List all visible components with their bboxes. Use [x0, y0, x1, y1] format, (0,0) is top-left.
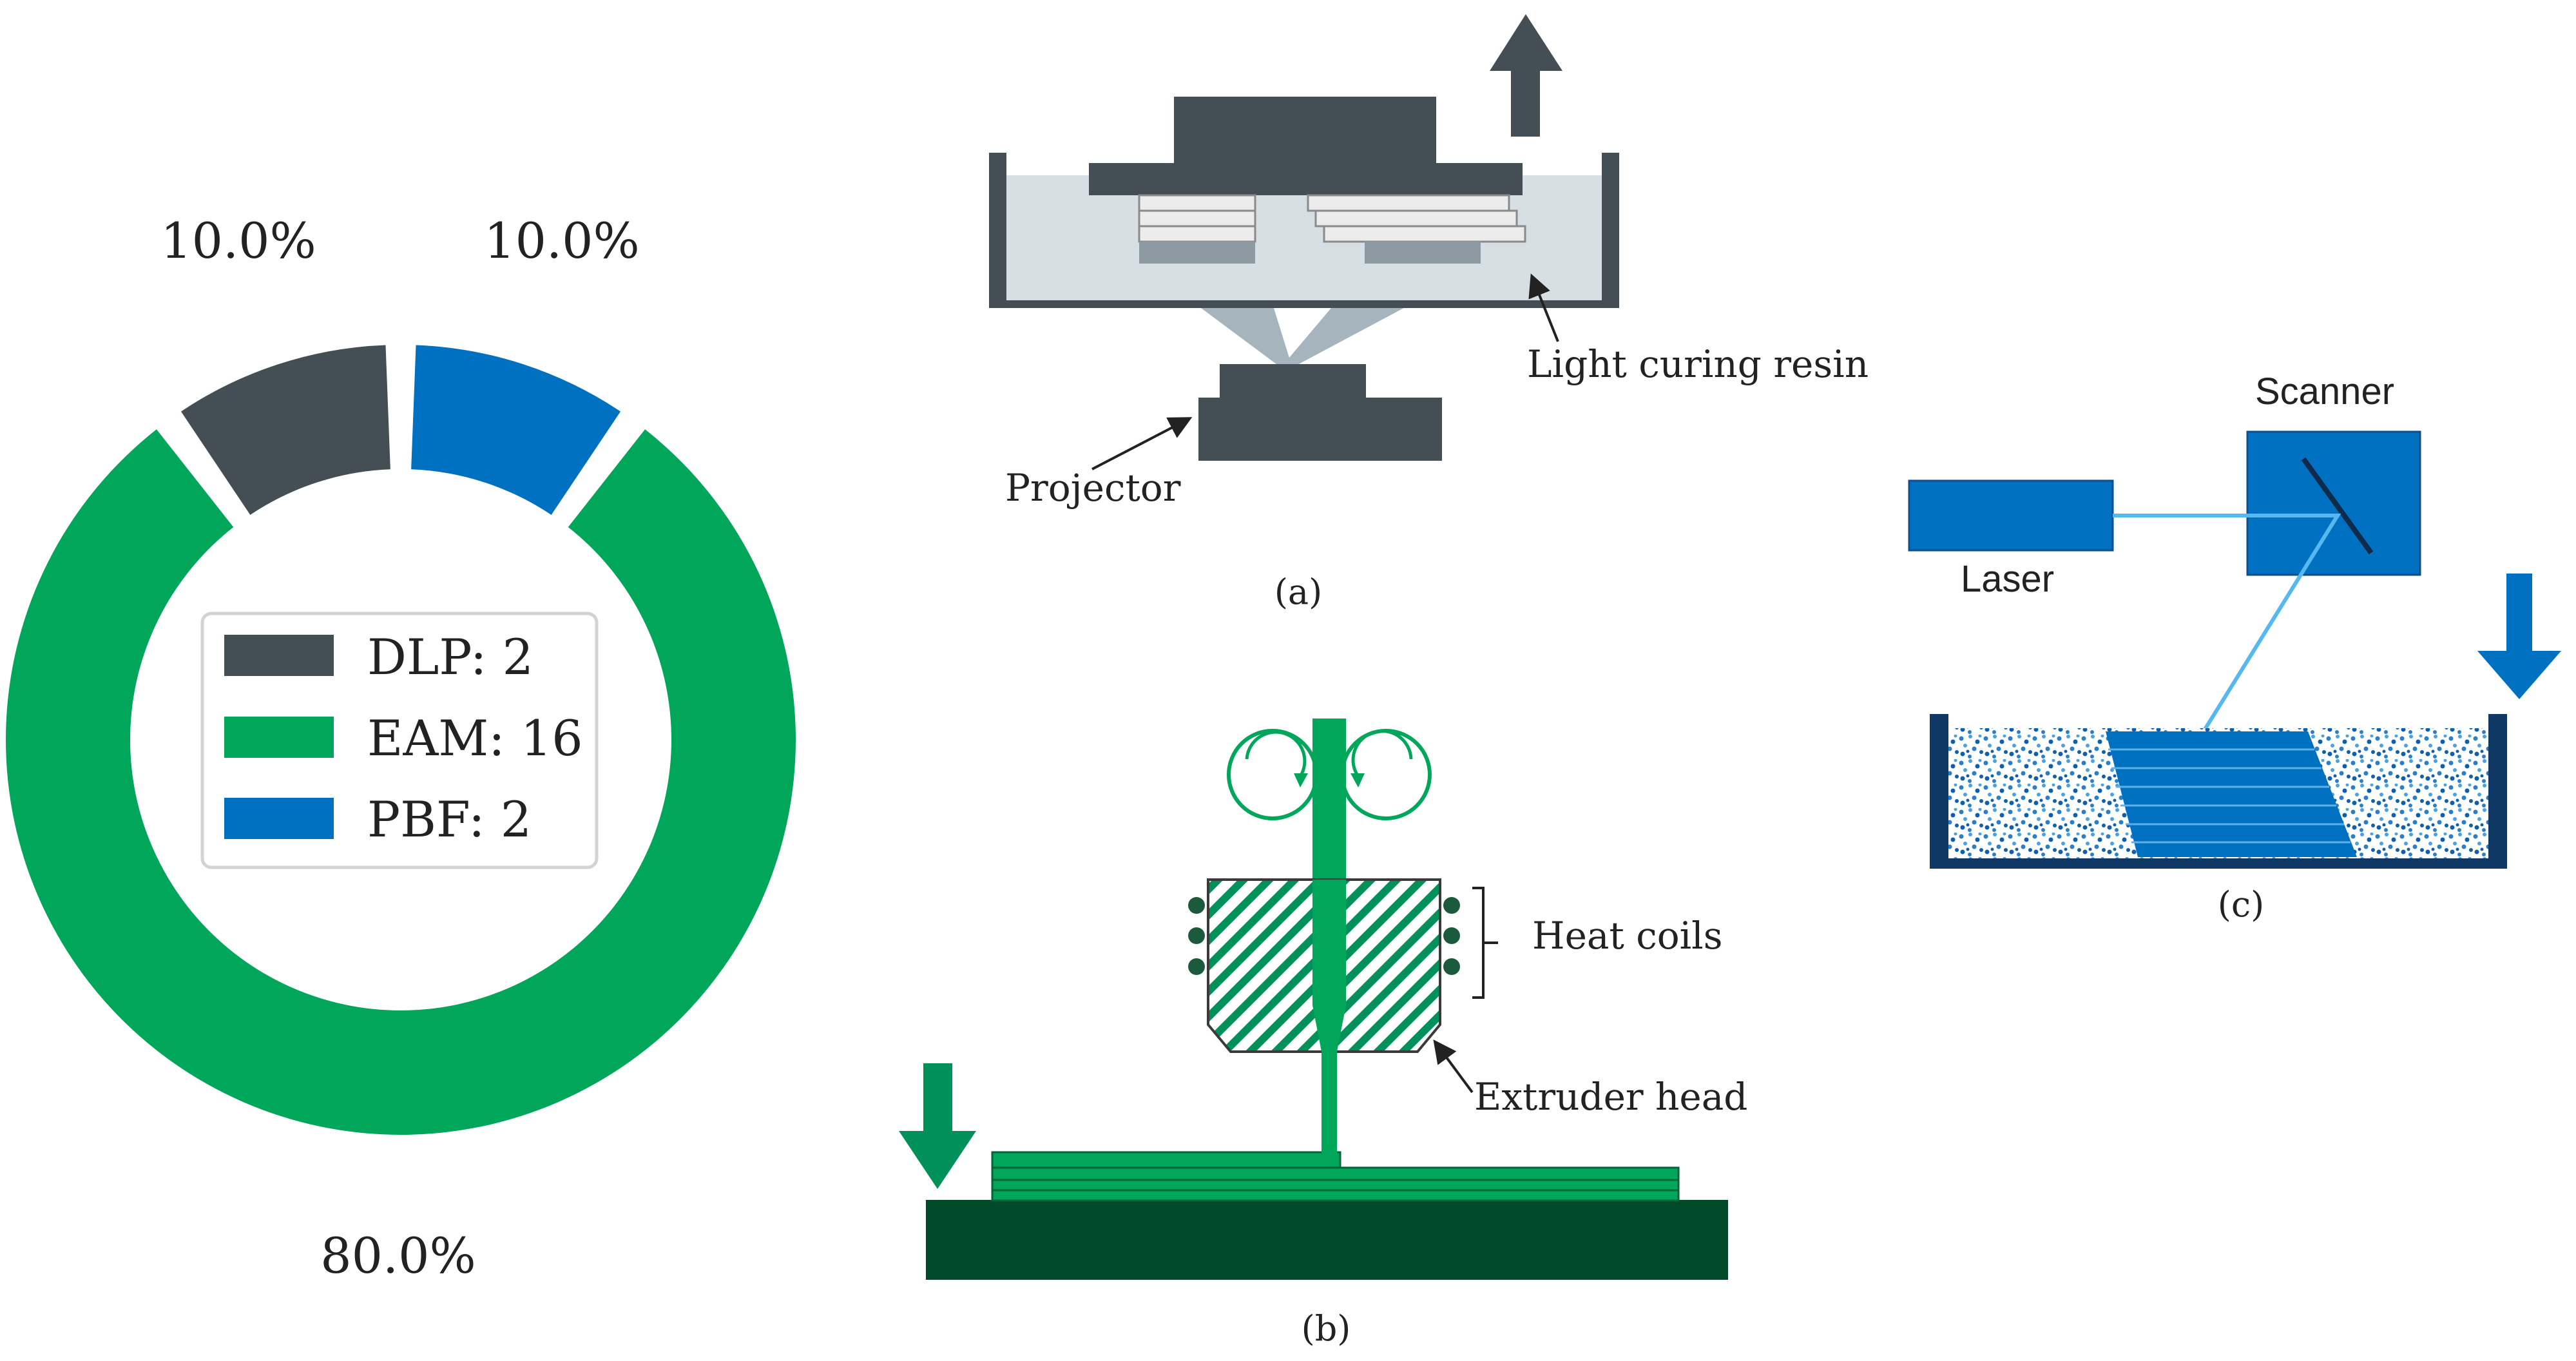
caption-b: (b) [1302, 1308, 1351, 1349]
donut-slices [5, 345, 796, 1135]
printed-layer [1323, 225, 1526, 243]
feed-roller-left [1227, 729, 1318, 820]
heat-coil-icon [1443, 927, 1460, 944]
up-arrow-icon [1490, 14, 1562, 137]
printed-layer [1138, 194, 1256, 212]
head-pointer [1433, 1039, 1474, 1094]
scanner-mirror [2301, 457, 2374, 555]
label-heat-coils: Heat coils [1532, 914, 1723, 958]
chart-legend: DLP: 2 EAM: 16 PBF: 2 [200, 612, 599, 869]
diagram-extrusion: Heat coils Extruder head (b) [899, 719, 1747, 1349]
down-arrow-icon [2477, 574, 2561, 699]
printed-layer [1138, 225, 1256, 243]
legend-swatch-pbf [224, 798, 334, 839]
nozzle-tip [1322, 1052, 1337, 1160]
heat-coil-icon [1188, 897, 1205, 914]
vat-bottom [989, 300, 1619, 308]
nozzle-channel [1312, 880, 1346, 1052]
deposited-layer [991, 1166, 1680, 1181]
label-light-curing-resin: Light curing resin [1527, 342, 1869, 386]
diagram-dlp: Light curing resin Projector (a) [989, 14, 1869, 612]
deposited-layer [991, 1179, 1680, 1192]
percent-label-pbf: 10.0% [484, 212, 639, 269]
printed-layer [1307, 194, 1510, 212]
caption-a: (a) [1274, 572, 1322, 612]
projector-top [1220, 364, 1366, 399]
vat-left-wall [989, 153, 1006, 307]
heat-coil-icon [1443, 958, 1460, 975]
heat-coil-icon [1188, 927, 1205, 944]
bed-bottom [1930, 858, 2507, 869]
legend-label-dlp: DLP: 2 [367, 628, 533, 686]
printed-layer [1314, 209, 1518, 227]
donut-slice-dlp [180, 345, 390, 515]
percent-label-eam: 80.0% [320, 1227, 476, 1284]
legend-label-eam: EAM: 16 [367, 709, 583, 767]
legend-swatch-eam [224, 717, 334, 758]
vat-right-wall [1602, 153, 1619, 307]
bed-left-wall [1930, 714, 1948, 867]
printed-layer [1138, 209, 1256, 227]
label-scanner: Scanner [2255, 371, 2394, 412]
resin-pointer [1528, 273, 1559, 342]
donut-chart: 10.0% 10.0% 80.0% DLP: 2 EAM: 16 PBF: 2 [5, 212, 796, 1284]
label-projector: Projector [1005, 466, 1181, 510]
laser-source [1908, 479, 2114, 552]
filament [1312, 719, 1346, 880]
percent-label-dlp: 10.0% [160, 212, 316, 269]
heat-coil-icon [1443, 897, 1460, 914]
deposited-layer [991, 1189, 1680, 1202]
down-arrow-icon [899, 1063, 976, 1189]
feed-roller-right [1340, 729, 1432, 820]
label-laser: Laser [1961, 558, 2054, 600]
rotation-arrowhead [1350, 773, 1365, 787]
rotation-arrow-icon [1351, 729, 1413, 778]
legend-swatch-dlp [224, 635, 334, 676]
donut-slice-pbf [411, 345, 621, 515]
caption-c: (c) [2218, 884, 2264, 925]
rotation-arrowhead [1294, 773, 1308, 787]
build-platform [926, 1200, 1728, 1280]
diagram-powder-bed-fusion: Laser Scanner (c) [1908, 371, 2561, 925]
heat-coils-bracket [1472, 887, 1498, 999]
fused-part [2106, 731, 2357, 857]
build-plate [1089, 163, 1523, 195]
build-plate-top [1174, 97, 1436, 164]
donut-slice-eam [5, 429, 796, 1135]
heat-coil-icon [1188, 958, 1205, 975]
label-extruder-head: Extruder head [1474, 1075, 1747, 1119]
bed-right-wall [2488, 714, 2507, 867]
projector-pointer [1091, 417, 1193, 470]
curing-layer [1139, 242, 1255, 264]
laser-beam [2113, 514, 2341, 733]
rotation-arrow-icon [1245, 730, 1307, 778]
legend-label-pbf: PBF: 2 [367, 791, 532, 848]
projector-body [1198, 398, 1442, 461]
deposited-layer [991, 1151, 1341, 1169]
curing-layer [1365, 242, 1481, 264]
